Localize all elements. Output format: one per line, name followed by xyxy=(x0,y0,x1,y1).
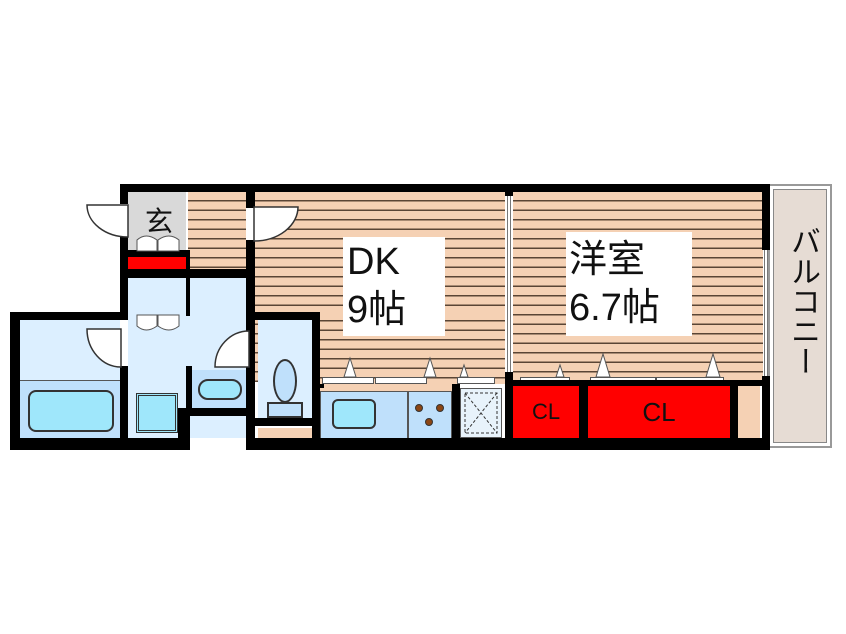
dk-door[interactable] xyxy=(252,206,300,242)
burner-icon xyxy=(425,418,433,426)
wash-basin xyxy=(198,379,242,400)
toilet-door[interactable] xyxy=(214,330,250,368)
fridge-door[interactable] xyxy=(457,377,495,384)
wall xyxy=(120,184,770,192)
western-name: 洋室 xyxy=(569,239,646,281)
entrance-label: 玄 xyxy=(145,206,174,237)
closet-small xyxy=(513,386,579,438)
toilet-shelf xyxy=(258,428,314,438)
western-size: 6.7帖 xyxy=(569,287,660,329)
wall xyxy=(120,250,188,257)
closet-large xyxy=(588,386,730,438)
wall xyxy=(186,408,248,416)
dk-size: 9帖 xyxy=(347,289,407,331)
balcony-label: バルコニー xyxy=(786,226,819,376)
wall xyxy=(10,312,128,320)
closet-large-label: CL xyxy=(642,396,676,427)
wall xyxy=(320,384,324,388)
wall xyxy=(505,372,513,440)
storage-door[interactable] xyxy=(136,314,180,334)
balcony: バルコニー xyxy=(768,184,832,448)
dk-label-box xyxy=(343,237,445,336)
dk-name: DK xyxy=(347,241,400,283)
bathtub xyxy=(28,390,114,432)
wall xyxy=(246,418,320,426)
entrance-door[interactable] xyxy=(86,204,130,238)
wall xyxy=(186,250,190,316)
wall xyxy=(120,269,248,278)
toilet-bowl xyxy=(273,359,297,403)
washing-machine xyxy=(136,393,178,433)
pipe-space xyxy=(738,386,760,438)
kitchen-sink xyxy=(332,399,376,429)
wall xyxy=(452,384,460,440)
wall xyxy=(505,380,765,386)
refrigerator-space xyxy=(460,388,502,438)
wall xyxy=(246,312,320,320)
burner-icon xyxy=(436,404,444,412)
burner-icon xyxy=(415,404,423,412)
wall xyxy=(579,384,588,440)
balcony-window[interactable] xyxy=(764,250,768,376)
wall xyxy=(120,366,128,450)
closet-small-label: CL xyxy=(531,399,561,424)
kitchen-door[interactable] xyxy=(375,377,427,384)
shoe-cabinet-door[interactable] xyxy=(136,232,180,252)
wall xyxy=(312,312,320,450)
wall xyxy=(730,384,738,440)
kitchen-counter-top xyxy=(320,384,455,392)
entry-hall-flooring xyxy=(188,192,246,270)
stove-unit xyxy=(408,391,452,439)
wall xyxy=(246,240,255,450)
wall xyxy=(10,438,186,450)
wall xyxy=(762,376,770,450)
wall xyxy=(762,184,770,250)
bathroom-door[interactable] xyxy=(86,328,122,368)
wall xyxy=(505,184,513,196)
toilet-tank xyxy=(267,402,303,418)
wall xyxy=(186,366,192,416)
wall xyxy=(246,184,255,208)
door-markers xyxy=(343,352,721,378)
sliding-door[interactable] xyxy=(507,196,511,372)
western-label-box xyxy=(566,232,692,336)
shoe-storage-upper xyxy=(128,257,186,269)
wall xyxy=(120,184,128,204)
wall xyxy=(10,312,20,450)
wall xyxy=(178,408,190,450)
wall xyxy=(246,438,770,450)
